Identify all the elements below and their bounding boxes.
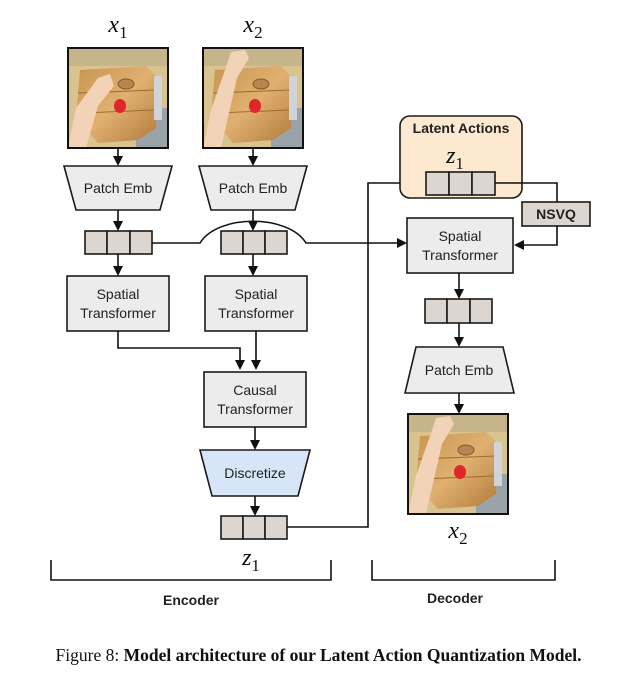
input-frame-2-image [202,47,304,149]
svg-text:Transformer: Transformer [218,305,294,321]
nsvq-block: NSVQ [521,201,591,227]
svg-text:Causal: Causal [233,382,277,398]
input-x2-label: x2 [242,12,262,42]
svg-text:Patch Emb: Patch Emb [425,362,494,378]
latent-z1-label: z1 [445,143,464,173]
encoder-patch-emb-2: Patch Emb [197,165,309,211]
svg-text:Spatial: Spatial [97,286,140,302]
svg-text:Transformer: Transformer [80,305,156,321]
encoder-bracket [50,560,332,581]
encoder-patch-emb-1: Patch Emb [62,165,174,211]
encoder-z1-label: z1 [241,545,260,575]
svg-text:NSVQ: NSVQ [536,206,576,222]
latent-actions-panel: Latent Actions z1 [399,115,523,199]
encoder-tokens-1 [84,230,153,255]
decoder-spatial-transformer: Spatial Transformer [406,217,514,274]
encoder-spatial-transformer-1: Spatial Transformer [66,275,170,332]
decoder-output-image [407,413,509,515]
encoder-spatial-transformer-2: Spatial Transformer [204,275,308,332]
figure-caption: Figure 8: Model architecture of our Late… [0,645,637,666]
svg-text:Patch Emb: Patch Emb [84,180,153,196]
input-frame-1-image [67,47,169,149]
discretize-block: Discretize [198,449,312,497]
encoder-tokens-2 [220,230,288,255]
frame1-tokens-to-decoder-wire [152,220,407,248]
z1-to-latent-actions-wire [287,178,426,528]
caption-title: Model architecture of our Latent Action … [123,645,582,665]
svg-text:Patch Emb: Patch Emb [219,180,288,196]
input-x1-label: x1 [107,12,127,42]
encoder-latent-tokens [220,515,288,540]
svg-text:Spatial: Spatial [439,228,482,244]
decoder-tokens [424,298,493,324]
svg-text:Latent Actions: Latent Actions [413,120,510,136]
svg-text:Discretize: Discretize [224,465,286,481]
decoder-bracket [371,560,556,581]
svg-text:Spatial: Spatial [235,286,278,302]
svg-text:Transformer: Transformer [422,247,498,263]
decoder-section-label: Decoder [427,590,484,606]
encoder-section-label: Encoder [163,592,220,608]
svg-text:Transformer: Transformer [217,401,293,417]
caption-prefix: Figure 8: [55,645,124,665]
decoder-x2-label: x2 [447,518,467,548]
causal-transformer: Causal Transformer [203,371,307,428]
decoder-patch-emb: Patch Emb [403,346,516,394]
